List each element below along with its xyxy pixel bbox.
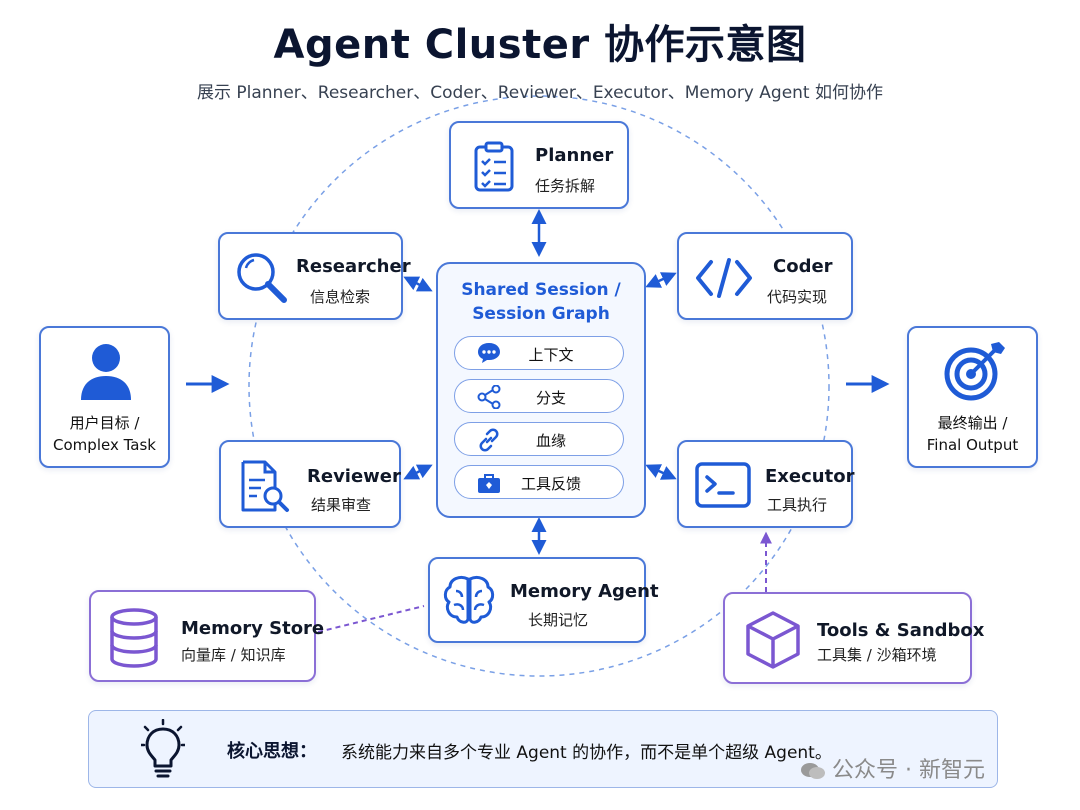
terminal-icon [695,462,751,508]
memory-agent-card[interactable]: Memory Agent 长期记忆 [428,557,659,643]
link-icon [479,428,499,452]
cube-icon [746,611,800,669]
reviewer-name: Reviewer [307,466,401,487]
pill-tool-feedback[interactable]: 工具反馈 [454,465,624,499]
page-title: Agent Cluster 协作示意图 [273,22,807,68]
link-memorystore-memoryagent [317,605,425,633]
executor-name: Executor [765,466,855,487]
user-icon [81,344,131,400]
arrow-reviewer-shared [403,464,433,480]
magnifier-icon [237,253,287,303]
researcher-name: Researcher [296,256,411,277]
pill-branch-label: 分支 [535,389,566,407]
document-search-icon [241,460,289,512]
coder-name: Coder [773,256,833,277]
shared-title-line2: Session Graph [472,304,610,324]
tools-sandbox-name: Tools & Sandbox [817,620,985,641]
input-line1: 用户目标 / [69,414,140,432]
memory-store-sub: 向量库 / 知识库 [181,646,286,664]
pill-context-label: 上下文 [528,346,574,364]
database-icon [110,608,158,668]
planner-card[interactable]: Planner 任务拆解 [449,121,629,209]
insight-label: 核心思想： [227,741,317,762]
arrow-executor-shared [645,464,677,480]
memory-store-card[interactable]: Memory Store 向量库 / 知识库 [89,590,324,682]
planner-name: Planner [535,145,614,166]
pill-lineage-label: 血缘 [535,432,566,450]
researcher-card[interactable]: Researcher 信息检索 [218,232,411,320]
brain-icon [443,575,495,624]
coder-sub: 代码实现 [767,288,828,306]
tools-sandbox-card[interactable]: Tools & Sandbox 工具集 / 沙箱环境 [723,592,984,684]
input-card[interactable]: 用户目标 / Complex Task [39,326,170,468]
arrow-coder-shared [645,272,677,288]
shared-title-line1: Shared Session / [461,280,621,300]
watermark: 公众号 · 新智元 [800,752,985,784]
pill-context[interactable]: 上下文 [454,336,624,370]
insight-panel: 核心思想： 系统能力来自多个专业 Agent 的协作，而不是单个超级 Agent… [88,710,998,788]
chat-bubble-icon [478,343,500,363]
insight-text: 系统能力来自多个专业 Agent 的协作，而不是单个超级 Agent。 [341,743,832,763]
target-icon [944,342,1005,401]
memory-agent-sub: 长期记忆 [528,611,589,629]
output-line1: 最终输出 / [937,414,1008,432]
executor-sub: 工具执行 [767,496,828,514]
memory-agent-name: Memory Agent [510,581,659,602]
code-brackets-icon [696,258,752,298]
toolbox-icon [478,474,500,493]
memory-store-name: Memory Store [181,618,325,639]
pill-branch[interactable]: 分支 [454,379,624,413]
page-subtitle: 展示 Planner、Researcher、Coder、Reviewer、Exe… [196,83,883,103]
tools-sandbox-sub: 工具集 / 沙箱环境 [817,646,937,664]
orbit-ring [248,95,830,677]
output-line2: Final Output [926,436,1019,454]
clipboard-checklist-icon [474,141,514,192]
watermark-text: 公众号 · 新智元 [832,758,985,783]
wechat-icon [800,761,826,781]
reviewer-sub: 结果审查 [311,496,372,514]
pill-tool-feedback-label: 工具反馈 [520,475,581,493]
pill-lineage[interactable]: 血缘 [454,422,624,456]
planner-sub: 任务拆解 [535,177,596,195]
shared-session-panel[interactable]: Shared Session / Session Graph 上下文 分支 血缘 [436,262,646,518]
shared-session-title: Shared Session / Session Graph [438,278,644,326]
reviewer-card[interactable]: Reviewer 结果审查 [219,440,401,528]
branch-icon [477,385,501,409]
output-card[interactable]: 最终输出 / Final Output [907,326,1038,468]
executor-card[interactable]: Executor 工具执行 [677,440,855,528]
input-line2: Complex Task [53,436,156,454]
arrow-researcher-shared [403,276,433,292]
coder-card[interactable]: Coder 代码实现 [677,232,853,320]
lightbulb-icon [141,719,185,778]
researcher-sub: 信息检索 [310,288,371,306]
